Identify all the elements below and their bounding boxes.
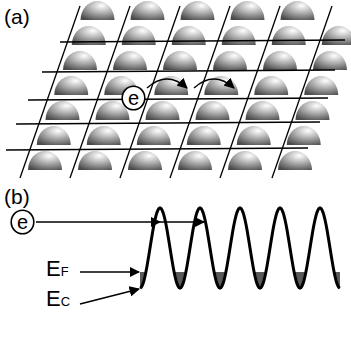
dot <box>87 126 121 145</box>
dot <box>231 1 265 20</box>
electron-circle: e <box>10 209 35 235</box>
dot <box>146 101 180 120</box>
dot <box>272 26 306 45</box>
dot <box>172 26 206 45</box>
dot <box>63 51 97 70</box>
dot <box>131 1 165 20</box>
grid-line <box>272 6 332 178</box>
grid-line <box>70 6 130 178</box>
panel-label: (a) <box>4 6 30 27</box>
dot <box>187 126 221 145</box>
potential-wave <box>140 208 340 288</box>
dot <box>287 126 321 145</box>
electron-circle: e <box>121 85 146 111</box>
electron-label: e <box>121 85 146 111</box>
dot <box>254 76 288 95</box>
grid-line <box>42 70 335 72</box>
grid-line <box>20 6 80 178</box>
hop-arrows <box>147 79 234 88</box>
filled-states <box>140 208 340 288</box>
dot <box>178 151 212 170</box>
dot <box>237 126 271 145</box>
grid-line <box>120 6 180 178</box>
dot <box>28 151 62 170</box>
electron-label: e <box>10 209 35 235</box>
dot <box>46 101 80 120</box>
dot <box>296 101 330 120</box>
dot <box>37 126 71 145</box>
dot <box>128 151 162 170</box>
dot <box>278 151 312 170</box>
dot <box>228 151 262 170</box>
energy-label: EC <box>46 288 70 310</box>
dot <box>263 51 297 70</box>
dot <box>78 151 112 170</box>
dot <box>137 126 171 145</box>
potential-curve <box>140 208 340 288</box>
grid-line <box>16 122 320 124</box>
grid-line <box>60 40 345 42</box>
dot <box>222 26 256 45</box>
dot <box>196 101 230 120</box>
quantum-dots <box>28 1 351 170</box>
dot <box>163 51 197 70</box>
dot <box>313 51 347 70</box>
grid-line <box>170 6 230 178</box>
level-pointers <box>80 272 139 304</box>
dot <box>81 1 115 20</box>
panel-label: (b) <box>4 186 30 207</box>
grid-line <box>28 98 328 100</box>
dot <box>213 51 247 70</box>
dot <box>246 101 280 120</box>
dot <box>281 1 315 20</box>
dot <box>54 76 88 95</box>
dot <box>322 26 351 45</box>
dot <box>304 76 338 95</box>
grid-line <box>6 148 308 150</box>
dot <box>181 1 215 20</box>
grid-lines <box>6 6 345 178</box>
grid-line <box>220 6 280 178</box>
energy-label: EF <box>46 258 69 280</box>
dot <box>113 51 147 70</box>
transport-arrow <box>36 221 204 223</box>
